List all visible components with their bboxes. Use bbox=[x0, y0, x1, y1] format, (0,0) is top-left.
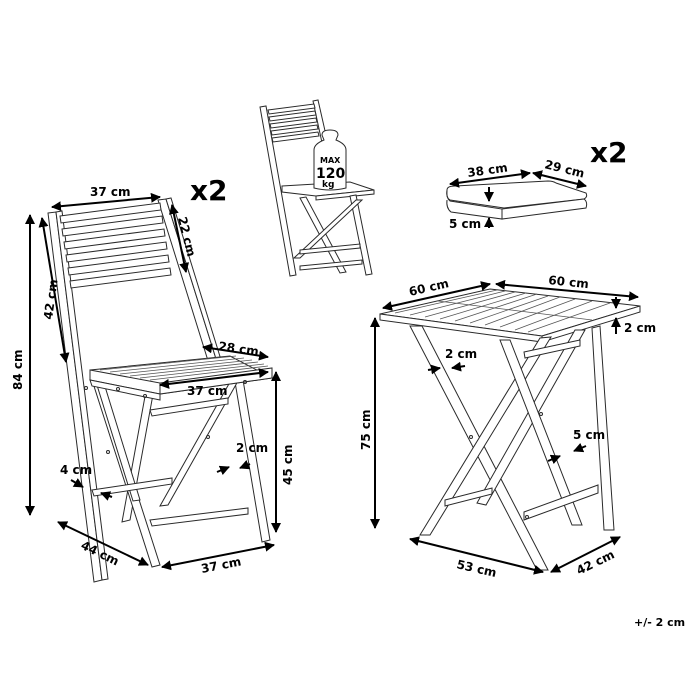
table-depth-label: 60 cm bbox=[548, 273, 590, 291]
table-base-depth-label: 42 cm bbox=[574, 547, 617, 577]
table-top-thickness-label: 2 cm bbox=[624, 321, 656, 335]
table-base-width-label: 53 cm bbox=[455, 557, 498, 580]
max-load-chair-drawing bbox=[259, 99, 375, 277]
chair-quantity: x2 bbox=[190, 174, 228, 207]
chair-frame-thickness-label: 2 cm bbox=[236, 441, 268, 455]
max-load-line3: kg bbox=[322, 180, 334, 190]
chair-width-top-label: 37 cm bbox=[90, 185, 131, 199]
max-load-line2: 120 bbox=[316, 166, 345, 182]
tolerance-note: +/- 2 cm bbox=[634, 616, 685, 629]
chair-total-height-label: 84 cm bbox=[11, 350, 25, 391]
cushion-width-label: 38 cm bbox=[466, 160, 508, 180]
chair-seat-depth-label: 28 cm bbox=[218, 339, 260, 359]
chair-dimensions bbox=[25, 192, 281, 571]
chair-seat-height-label: 45 cm bbox=[281, 445, 295, 486]
chair-seat-width-label: 37 cm bbox=[187, 384, 228, 398]
table-height-label: 75 cm bbox=[359, 410, 373, 451]
table-leg-width-label: 5 cm bbox=[573, 428, 605, 442]
chair-back-length-label: 42 cm bbox=[41, 278, 61, 320]
table-dimensions bbox=[370, 279, 639, 575]
cushion-thickness-label: 5 cm bbox=[449, 217, 481, 231]
cushion-quantity: x2 bbox=[590, 136, 628, 169]
max-load-line1: MAX bbox=[320, 156, 341, 165]
cushion-drawing bbox=[446, 169, 588, 228]
chair-drawing bbox=[47, 197, 274, 583]
max-load-label: MAX 120 kg bbox=[316, 156, 345, 190]
table-frame-thickness-label: 2 cm bbox=[445, 347, 477, 361]
table-width-label: 60 cm bbox=[408, 276, 451, 299]
chair-leg-thickness-label: 4 cm bbox=[60, 463, 92, 477]
